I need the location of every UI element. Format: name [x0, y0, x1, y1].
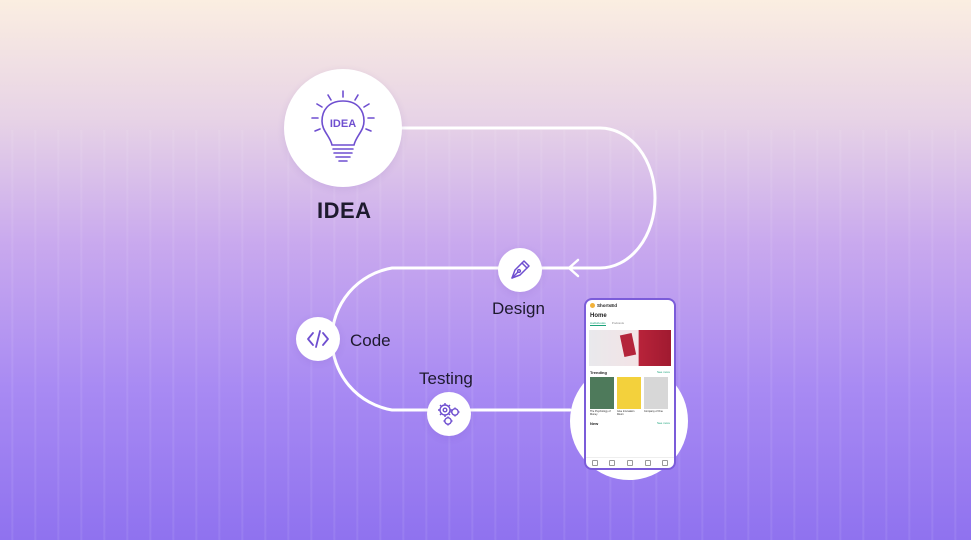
pen-nib-icon: [511, 260, 530, 279]
phone-page-title: Home: [590, 313, 607, 319]
section-title: New: [590, 421, 599, 426]
path-arrow-icon: [567, 258, 580, 278]
idea-node: IDEA: [284, 69, 402, 187]
phone-book-captions: The Psychology of Money Give Innovation …: [586, 409, 674, 417]
phone-section-trending: Trending See more: [586, 366, 674, 377]
code-label: Code: [350, 331, 391, 350]
book-cover: [590, 377, 614, 409]
phone-tab-podcasts: Podcasts: [611, 321, 625, 325]
code-node: [296, 317, 340, 361]
hero-book-image: [619, 332, 637, 358]
book-title: Company of One: [644, 410, 663, 413]
book-title: Give Innovation Room: [617, 410, 635, 416]
testing-label: Testing: [419, 369, 473, 388]
phone-tabs: Audiobooks Podcasts: [586, 321, 674, 326]
phone-section-new: New See more: [586, 417, 674, 428]
book-cover: [644, 377, 668, 409]
gears-icon: [438, 403, 460, 426]
app-logo: [590, 303, 595, 308]
nav-icon: [644, 460, 651, 466]
code-icon: [307, 330, 329, 348]
lightbulb-icon: IDEA: [311, 90, 375, 162]
phone-tab-audiobooks: Audiobooks: [590, 321, 606, 326]
section-title: Trending: [590, 370, 607, 375]
design-label: Design: [492, 299, 545, 318]
app-brand: ShortsEd: [597, 303, 618, 308]
idea-label: IDEA: [317, 198, 372, 223]
nav-icon: [662, 460, 669, 466]
phone-header: ShortsEd: [586, 300, 674, 308]
nav-icon: [591, 460, 598, 466]
book-title: The Psychology of Money: [590, 410, 611, 416]
idea-icon-text: IDEA: [330, 118, 356, 130]
design-node: [498, 248, 542, 292]
nav-icon: [609, 460, 616, 466]
book-cover: [617, 377, 641, 409]
phone-bottom-nav: [586, 457, 674, 468]
phone-book-row: [586, 377, 674, 409]
phone-hero-banner: [589, 330, 671, 366]
nav-icon: [626, 460, 633, 466]
see-more-link: See more: [656, 370, 670, 374]
phone-mockup: ShortsEd Home Audiobooks Podcasts Trendi…: [584, 298, 676, 470]
see-more-link: See more: [656, 421, 670, 425]
testing-node: [427, 392, 471, 436]
